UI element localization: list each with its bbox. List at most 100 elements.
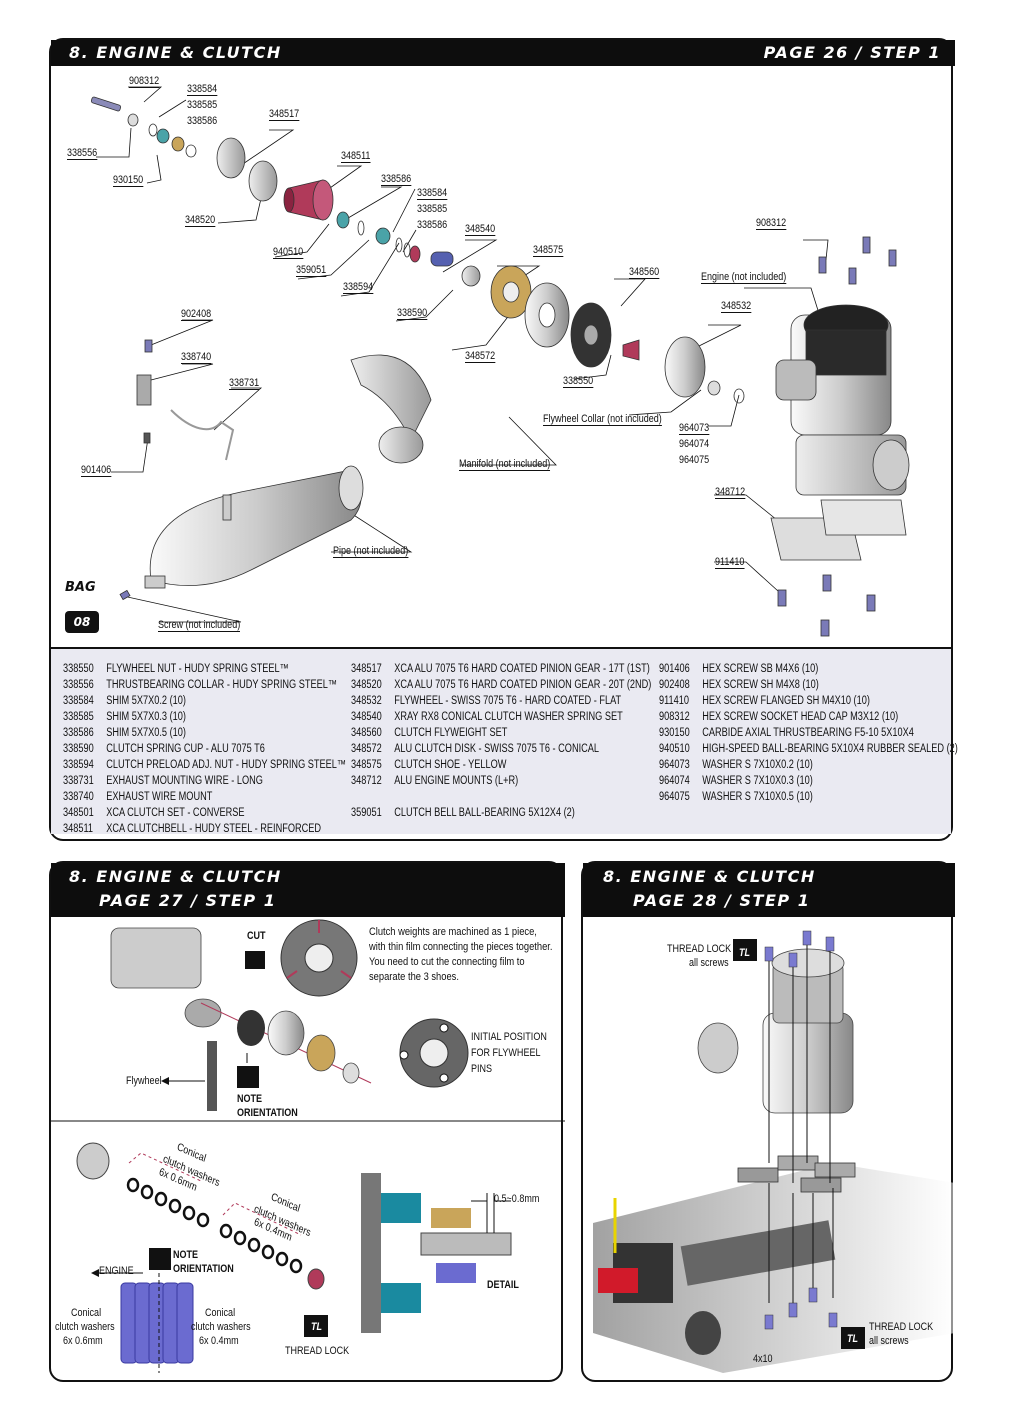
all-screws-bottom: all screws — [869, 1335, 909, 1347]
part-number: 338556 — [63, 679, 94, 691]
section-title: 8. ENGINE & CLUTCH — [603, 867, 816, 886]
bottom-06-label-3: 6x 0.6mm — [63, 1335, 103, 1347]
bottom-04-label-2: clutch washers — [191, 1321, 251, 1333]
part-number: 348501 — [63, 807, 94, 819]
tl-badge-bottom: TL — [847, 1333, 859, 1345]
part-number: 908312 — [659, 711, 690, 723]
callout-338740: 338740 — [181, 351, 212, 364]
part-number: 348520 — [351, 679, 382, 691]
thread-lock-label: THREAD LOCK — [285, 1345, 350, 1357]
clutch-assembly-diagram — [51, 919, 565, 1373]
section-title: 8. ENGINE & CLUTCH — [69, 43, 282, 62]
part-number: 964073 — [659, 759, 690, 771]
orientation-label: ORIENTATION — [237, 1107, 298, 1119]
panel-header: 8. ENGINE & CLUTCH PAGE 28 / STEP 1 — [583, 863, 955, 917]
callout-manifold: Manifold (not included) — [459, 458, 551, 471]
callout-930150: 930150 — [113, 174, 144, 187]
screw-count-label: 4x10 — [753, 1353, 773, 1365]
bag-label: BAG — [65, 580, 96, 595]
callout-338590: 338590 — [397, 307, 428, 320]
part-description: EXHAUST MOUNTING WIRE - LONG — [106, 775, 263, 787]
part-description: ALU ENGINE MOUNTS (L+R) — [394, 775, 519, 787]
thread-lock-bottom: THREAD LOCK — [869, 1321, 934, 1333]
callout-348511: 348511 — [341, 150, 371, 163]
page-step-label: PAGE 27 / STEP 1 — [99, 891, 277, 910]
part-description: ALU CLUTCH DISK - SWISS 7075 T6 - CONICA… — [394, 743, 600, 755]
callout-338586-b: 338586 — [381, 173, 412, 186]
part-description: HEX SCREW SB M4X6 (10) — [702, 663, 819, 675]
part-description: CLUTCH PRELOAD ADJ. NUT - HUDY SPRING ST… — [106, 759, 347, 771]
cut-label: CUT — [247, 930, 266, 942]
callout-911410: 911410 — [715, 556, 745, 569]
part-number: 964074 — [659, 775, 690, 787]
parts-row: 964074 WASHER S 7X10X0.3 (10) — [659, 775, 958, 791]
callout-348532: 348532 — [721, 300, 752, 313]
parts-row: 348540 XRAY RX8 CONICAL CLUTCH WASHER SPR… — [351, 711, 651, 727]
page-step-label: PAGE 28 / STEP 1 — [633, 891, 811, 910]
callout-348560: 348560 — [629, 266, 660, 279]
callout-908312: 908312 — [129, 75, 160, 88]
thread-lock-top: THREAD LOCK — [667, 943, 732, 955]
panel-header: 8. ENGINE & CLUTCH PAGE 26 / STEP 1 — [51, 40, 955, 66]
part-description: WASHER S 7X10X0.5 (10) — [702, 791, 813, 803]
part-description: HEX SCREW FLANGED SH M4X10 (10) — [702, 695, 870, 707]
part-description: XRAY RX8 CONICAL CLUTCH WASHER SPRING SE… — [394, 711, 623, 723]
parts-row: 338590 CLUTCH SPRING CUP - ALU 7075 T6 — [63, 743, 346, 759]
callout-338586: 338586 — [187, 115, 218, 127]
part-description: XCA CLUTCHBELL - HUDY STEEL - REINFORCED — [106, 823, 322, 835]
part-number: 338590 — [63, 743, 94, 755]
engine-mount-diagram — [593, 930, 955, 1373]
part-number: 348575 — [351, 759, 382, 771]
callout-screw: Screw (not included) — [158, 619, 241, 632]
callout-348712: 348712 — [715, 486, 746, 499]
callout-348572: 348572 — [465, 350, 496, 363]
callout-flywheel-collar: Flywheel Collar (not included) — [543, 413, 662, 426]
part-number: 359051 — [351, 807, 382, 819]
part-description: FLYWHEEL - SWISS 7075 T6 - HARD COATED -… — [394, 695, 622, 707]
callout-348517: 348517 — [269, 108, 300, 121]
callout-901406: 901406 — [81, 464, 112, 477]
part-number: 348511 — [63, 823, 94, 835]
part-number: 348540 — [351, 711, 382, 723]
callout-940510: 940510 — [273, 246, 304, 259]
callout-338585-b: 338585 — [417, 203, 448, 215]
part-description: THRUSTBEARING COLLAR - HUDY SPRING STEEL… — [106, 679, 338, 691]
part-description: XCA ALU 7075 T6 HARD COATED PINION GEAR … — [394, 663, 650, 675]
initial-position-label-line2: FOR FLYWHEEL — [471, 1047, 541, 1059]
callout-964074: 964074 — [679, 438, 710, 450]
tl-badge-top: TL — [739, 947, 751, 959]
callout-348520: 348520 — [185, 214, 216, 227]
part-number: 348712 — [351, 775, 382, 787]
exploded-view-diagram — [90, 86, 910, 637]
part-description: CLUTCH SPRING CUP - ALU 7075 T6 — [106, 743, 265, 755]
part-description: WASHER S 7X10X0.3 (10) — [702, 775, 813, 787]
callout-908312-b: 908312 — [756, 217, 787, 230]
callout-902408: 902408 — [181, 308, 212, 321]
callout-964073: 964073 — [679, 422, 710, 435]
panel-header: 8. ENGINE & CLUTCH PAGE 27 / STEP 1 — [51, 863, 565, 917]
callout-338594: 338594 — [343, 281, 374, 294]
part-description: XCA CLUTCH SET - CONVERSE — [106, 807, 245, 819]
note-label: NOTE — [237, 1093, 263, 1105]
part-description: HIGH-SPEED BALL-BEARING 5X10X4 RUBBER SE… — [702, 743, 958, 755]
parts-row — [351, 791, 651, 807]
callout-338585: 338585 — [187, 99, 218, 111]
part-number: 901406 — [659, 663, 690, 675]
parts-row: 901406 HEX SCREW SB M4X6 (10) — [659, 663, 958, 679]
